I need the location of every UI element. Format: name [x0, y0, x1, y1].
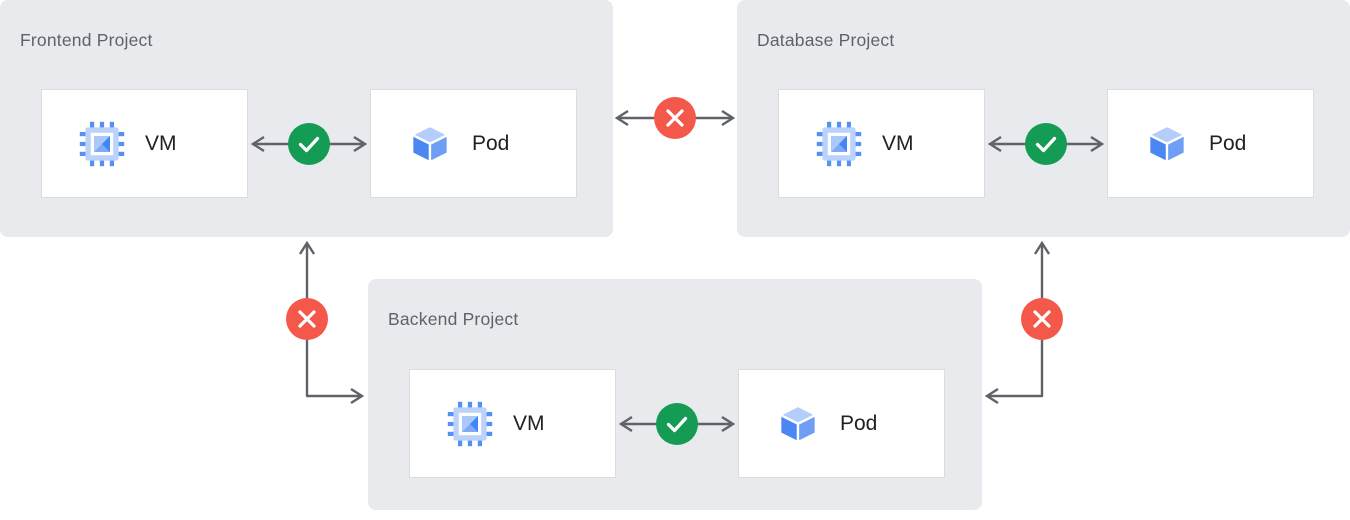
pod-node-frontend: Pod: [370, 89, 577, 198]
project-panel-backend: Backend Project VM Pod: [368, 279, 982, 510]
arrowhead-up: [298, 240, 316, 255]
blocked-badge: [286, 298, 328, 340]
project-title-database: Database Project: [757, 30, 895, 50]
arrowhead-left: [614, 109, 629, 127]
arrowhead-right: [350, 387, 365, 405]
x-icon: [1033, 310, 1051, 328]
node-label-vm: VM: [882, 131, 914, 155]
blocked-badge: [654, 97, 696, 139]
project-title-frontend: Frontend Project: [20, 30, 153, 50]
pod-icon: [1144, 121, 1190, 167]
elbow-arrow: [987, 243, 1044, 398]
node-label-pod: Pod: [472, 131, 510, 155]
elbow-arrow: [305, 243, 362, 398]
project-title-backend: Backend Project: [388, 309, 519, 329]
vm-node-frontend: VM: [41, 89, 248, 198]
connection-database-backend: [984, 240, 1063, 405]
connection-frontend-database: [614, 97, 736, 139]
project-panel-database: Database Project VM Pod: [737, 0, 1350, 237]
vm-node-backend: VM: [409, 369, 616, 478]
blocked-badge: [1021, 298, 1063, 340]
vm-icon: [815, 120, 863, 168]
vm-icon: [446, 400, 494, 448]
pod-node-database: Pod: [1107, 89, 1314, 198]
arrowhead-left: [984, 387, 999, 405]
x-icon: [298, 310, 316, 328]
arrowhead-right: [721, 109, 736, 127]
vm-node-database: VM: [778, 89, 985, 198]
pod-icon: [775, 401, 821, 447]
vm-icon: [78, 120, 126, 168]
node-label-pod: Pod: [840, 411, 878, 435]
project-panel-frontend: Frontend Project VM Pod: [0, 0, 613, 237]
pod-icon: [407, 121, 453, 167]
node-label-pod: Pod: [1209, 131, 1247, 155]
x-icon: [666, 109, 684, 127]
node-label-vm: VM: [513, 411, 545, 435]
arrowhead-up: [1033, 240, 1051, 255]
node-label-vm: VM: [145, 131, 177, 155]
pod-node-backend: Pod: [738, 369, 945, 478]
connection-frontend-backend: [286, 240, 365, 405]
